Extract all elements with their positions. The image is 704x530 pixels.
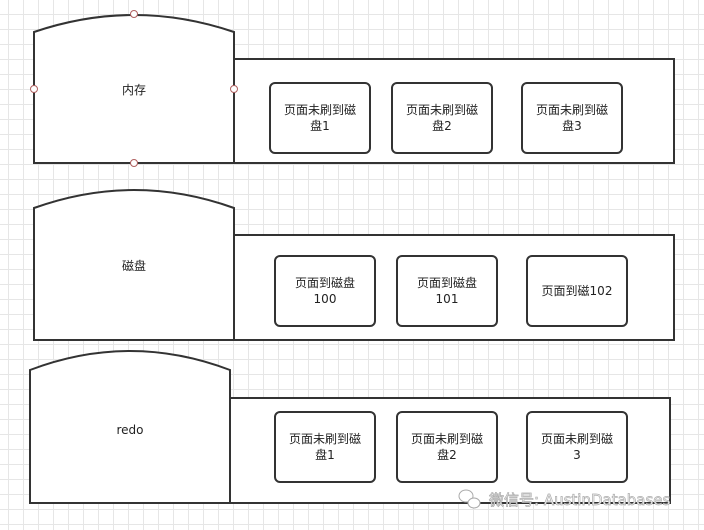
- disk-shape[interactable]: [33, 189, 235, 341]
- disk-row: 磁盘 页面到磁盘 100 页面到磁盘 101 页面到磁102: [33, 189, 675, 341]
- page-box-line: 页面未刷到磁: [406, 102, 478, 117]
- page-box-line: 页面到磁盘: [295, 275, 355, 290]
- watermark-text: 微信号: AustinDatabases: [489, 491, 671, 509]
- disk-label: 磁盘: [122, 258, 146, 273]
- redo-row: redo 页面未刷到磁 盘1 页面未刷到磁 盘2 页面未刷到磁 3: [29, 350, 671, 504]
- page-box-line: 盘2: [432, 118, 452, 133]
- redo-label: redo: [116, 423, 143, 437]
- page-box-line: 页面未刷到磁: [536, 102, 608, 117]
- page-box[interactable]: 页面未刷到磁 盘1: [274, 411, 376, 483]
- page-box[interactable]: 页面未刷到磁 盘3: [521, 82, 623, 154]
- wechat-icon: [458, 489, 481, 509]
- page-box-line: 100: [314, 292, 337, 306]
- watermark: 微信号: AustinDatabases: [458, 489, 671, 509]
- resize-handle-right[interactable]: [230, 85, 238, 93]
- page-box-line: 页面未刷到磁: [411, 431, 483, 446]
- resize-handle-left[interactable]: [30, 85, 38, 93]
- page-box[interactable]: 页面未刷到磁 3: [526, 411, 628, 483]
- page-box-line: 页面到磁102: [542, 283, 613, 298]
- memory-row: 内存 页面未刷到磁 盘1 页面未刷到磁 盘2 页面未刷到磁 盘3: [30, 10, 675, 167]
- page-box-line: 盘3: [562, 118, 582, 133]
- page-box-line: 盘2: [437, 447, 457, 462]
- memory-shape[interactable]: [33, 14, 235, 164]
- page-box-line: 101: [436, 292, 459, 306]
- page-box-line: 盘1: [315, 447, 335, 462]
- page-box-line: 页面未刷到磁: [284, 102, 356, 117]
- page-box[interactable]: 页面未刷到磁 盘1: [269, 82, 371, 154]
- page-box-line: 页面到磁盘: [417, 275, 477, 290]
- page-box[interactable]: 页面未刷到磁 盘2: [396, 411, 498, 483]
- memory-label: 内存: [122, 83, 146, 97]
- page-box[interactable]: 页面到磁盘 101: [396, 255, 498, 327]
- page-box-line: 页面未刷到磁: [541, 431, 613, 446]
- resize-handle-top[interactable]: [130, 10, 138, 18]
- page-box[interactable]: 页面到磁102: [526, 255, 628, 327]
- redo-shape[interactable]: [29, 350, 231, 504]
- page-box-line: 3: [573, 448, 581, 462]
- page-box[interactable]: 页面到磁盘 100: [274, 255, 376, 327]
- page-box-line: 盘1: [310, 118, 330, 133]
- page-box-line: 页面未刷到磁: [289, 431, 361, 446]
- resize-handle-bottom[interactable]: [130, 159, 138, 167]
- page-box[interactable]: 页面未刷到磁 盘2: [391, 82, 493, 154]
